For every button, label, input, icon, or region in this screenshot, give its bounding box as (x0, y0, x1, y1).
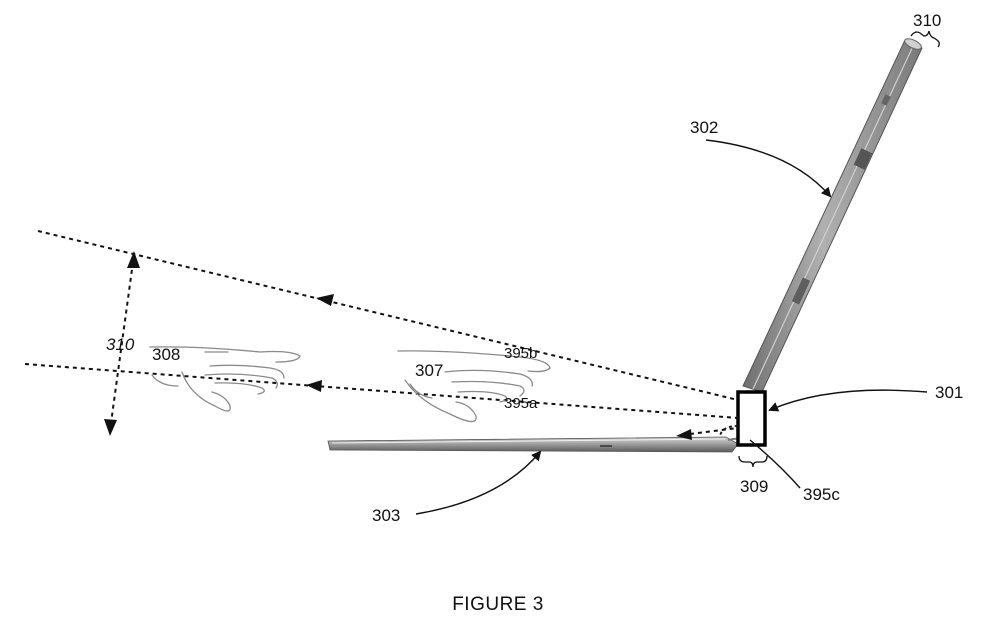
sensor-leader-arrow (770, 390, 927, 410)
label-sensor: 301 (935, 383, 963, 402)
base-leader-arrow (416, 452, 540, 514)
label-ray-upper: 395b (504, 345, 537, 362)
label-ray-lower: 395c (803, 485, 840, 504)
display-panel (743, 37, 923, 392)
ray-middle-arrowhead (306, 380, 322, 392)
label-display-top: 310 (913, 11, 941, 30)
ray-upper-arrowhead (316, 294, 334, 306)
sensor-box (738, 392, 765, 445)
ray-upper-line (38, 231, 738, 400)
label-base: 303 (372, 506, 400, 525)
label-ray-middle: 395a (504, 395, 538, 412)
figure-caption: FIGURE 3 (452, 594, 544, 615)
hinge-brace (739, 456, 767, 467)
label-hand-near: 307 (415, 361, 443, 380)
label-hinge: 309 (740, 477, 768, 496)
display-leader-arrow (706, 140, 830, 196)
label-field-of-view: 310 (106, 335, 135, 354)
ray-lower-line (690, 428, 738, 434)
label-display: 302 (690, 118, 718, 137)
ray-lower-arc (720, 426, 738, 436)
keyboard-base (328, 437, 752, 452)
label-hand-far: 308 (152, 345, 180, 364)
ray-middle-line (25, 364, 738, 418)
